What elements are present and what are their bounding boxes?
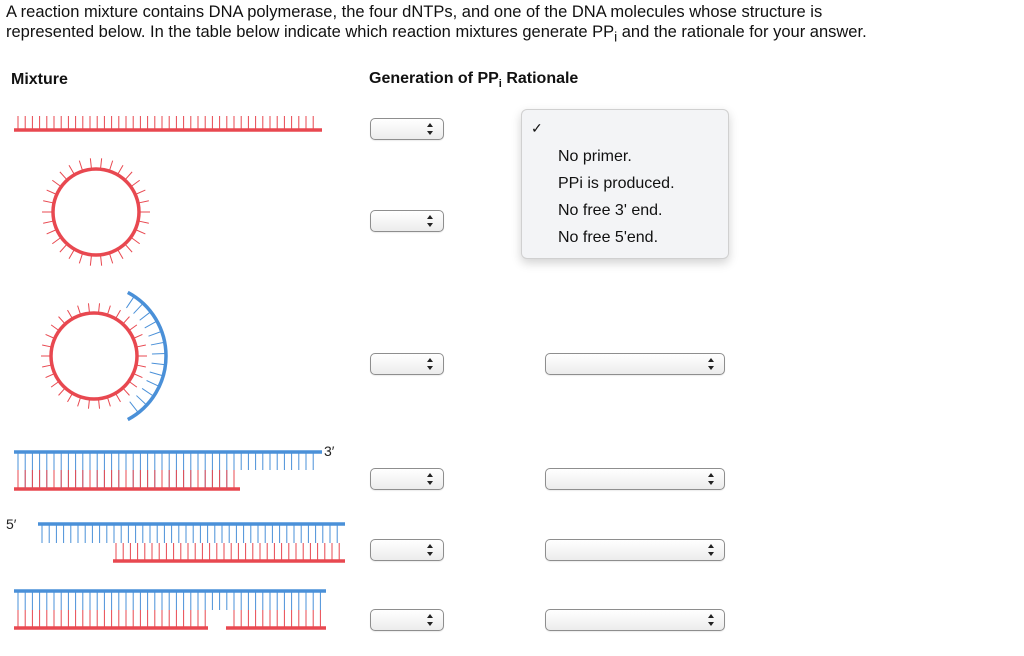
rationale-option-no-primer[interactable]: No primer. — [558, 148, 632, 165]
label-5prime: 5′ — [6, 516, 17, 532]
select-arrows-icon — [708, 544, 715, 556]
generation-select-row-1[interactable] — [370, 118, 444, 140]
select-arrows-icon — [427, 473, 434, 485]
select-arrows-icon — [427, 123, 434, 135]
molecule-2-single-strand-circle — [42, 158, 150, 266]
select-arrows-icon — [708, 473, 715, 485]
question-line-2: represented below. In the table below in… — [6, 23, 867, 45]
rationale-select-row-4[interactable] — [545, 468, 725, 490]
select-arrows-icon — [427, 544, 434, 556]
checkmark-icon: ✓ — [531, 120, 543, 136]
select-arrows-icon — [427, 215, 434, 227]
molecule-3-circle-with-primer — [41, 290, 168, 422]
generation-select-row-2[interactable] — [370, 210, 444, 232]
rationale-option-no-free-3-end[interactable]: No free 3' end. — [558, 202, 663, 219]
rationale-option-no-free-5-end[interactable]: No free 5'end. — [558, 229, 659, 246]
molecule-6-nicked-duplex — [14, 589, 326, 630]
select-arrows-icon — [708, 358, 715, 370]
rationale-select-row-3[interactable] — [545, 353, 725, 375]
mixture-header: Mixture — [11, 71, 68, 88]
select-arrows-icon — [708, 614, 715, 626]
generation-select-row-6[interactable] — [370, 609, 444, 631]
rationale-option-ppi-produced[interactable]: PPi is produced. — [558, 175, 675, 192]
molecule-1-single-strand-linear — [14, 116, 322, 132]
molecule-4-primed-template-3prime-overhang: 3′ — [14, 443, 335, 491]
select-arrows-icon — [427, 358, 434, 370]
label-3prime: 3′ — [324, 443, 335, 459]
molecule-5-primed-template-5prime-overhang: 5′ — [6, 516, 345, 563]
rationale-select-row-5[interactable] — [545, 539, 725, 561]
generation-select-row-5[interactable] — [370, 539, 444, 561]
dna-molecules: 3′ 5′ — [6, 116, 345, 630]
question-text: A reaction mixture contains DNA polymera… — [6, 2, 1016, 47]
rationale-select-row-6[interactable] — [545, 609, 725, 631]
question-line-1: A reaction mixture contains DNA polymera… — [6, 3, 823, 21]
generation-select-row-4[interactable] — [370, 468, 444, 490]
rationale-dropdown-menu[interactable]: ✓ No primer. PPi is produced. No free 3'… — [521, 109, 729, 259]
select-arrows-icon — [427, 614, 434, 626]
generation-header: Generation of PPi Rationale — [369, 70, 579, 91]
generation-select-row-3[interactable] — [370, 353, 444, 375]
